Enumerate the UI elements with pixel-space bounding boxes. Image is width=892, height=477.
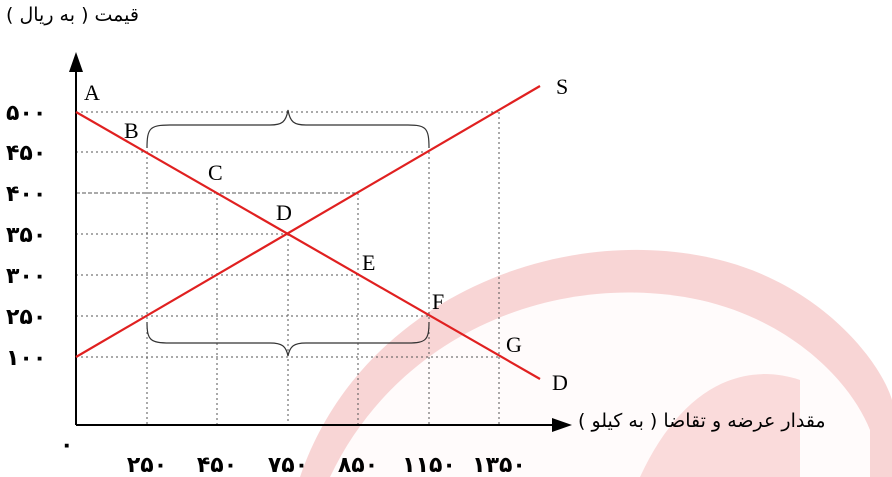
y-axis-title: قیمت ( به ریال ) — [6, 4, 139, 26]
y-tick-label: ۴۰۰ — [6, 182, 46, 207]
supply-line — [75, 85, 541, 358]
point-label-c: C — [208, 160, 223, 185]
x-axis-arrow — [552, 418, 572, 432]
x-tick-label: ۴۵۰ — [197, 453, 237, 477]
y-tick-label: ۳۵۰ — [6, 223, 46, 248]
x-tick-label: ۷۵۰ — [268, 453, 308, 477]
x-tick-label: ۱۱۵۰ — [402, 453, 456, 477]
x-tick-label: ۲۵۰ — [127, 453, 167, 477]
x-tick-label: ۸۵۰ — [338, 453, 378, 477]
y-axis-arrow — [69, 52, 83, 72]
point-label-d: D — [276, 200, 292, 225]
point-label-b: B — [124, 118, 139, 143]
point-label-f: F — [432, 289, 444, 314]
point-label-a: A — [84, 80, 100, 105]
brace-top — [146, 109, 430, 149]
supply-curve-label: S — [556, 74, 568, 99]
point-label-g: G — [506, 332, 522, 357]
y-tick-label: ۲۵۰ — [6, 305, 46, 330]
demand-line — [75, 111, 541, 380]
y-tick-label: ۳۰۰ — [6, 264, 46, 289]
demand-curve-label: D — [552, 370, 568, 395]
y-tick-label: ۴۵۰ — [6, 141, 46, 166]
point-label-e: E — [362, 250, 375, 275]
y-tick-label: ۵۰۰ — [6, 101, 46, 126]
x-tick-label: ۱۳۵۰ — [472, 453, 526, 477]
brace-bottom — [146, 321, 430, 357]
x-axis-title: مقدار عرضه و تقاضا ( به کیلو ) — [578, 410, 826, 432]
origin-label: ۰ — [60, 433, 73, 458]
y-tick-label: ۱۰۰ — [6, 346, 46, 371]
